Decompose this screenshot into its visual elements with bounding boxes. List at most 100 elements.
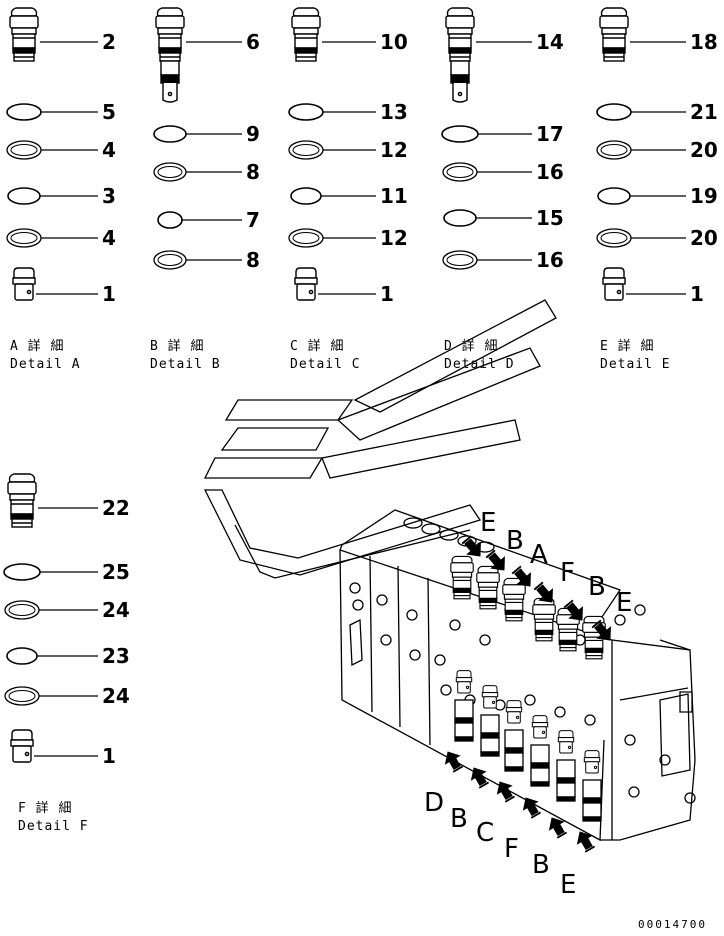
assembly-label-bottom: E xyxy=(560,870,577,900)
part-number-label: 17 xyxy=(536,122,564,146)
part-number-label: 24 xyxy=(102,684,130,708)
assembly-label-top: A xyxy=(530,540,548,570)
part-6-shape xyxy=(155,7,185,103)
part-number-label: 19 xyxy=(690,184,718,208)
assembly-label-bottom: D xyxy=(424,788,445,818)
part-25-shape xyxy=(3,563,41,581)
part-number-label: 13 xyxy=(380,100,408,124)
part-1-shape xyxy=(12,267,36,301)
installed-valve xyxy=(582,750,602,822)
installed-valve xyxy=(556,730,576,802)
assembly-label-top: E xyxy=(480,508,497,538)
pointer-arrow xyxy=(544,813,570,841)
detail-caption-en: Detail A xyxy=(10,357,81,372)
part-number-label: 3 xyxy=(102,184,116,208)
part-number-label: 20 xyxy=(690,138,718,162)
detail-caption-ja: D 詳 細 xyxy=(444,339,499,354)
assembly-label-bottom: C xyxy=(476,818,495,848)
detail-caption-en: Detail C xyxy=(290,357,361,372)
installed-valve xyxy=(476,565,500,610)
part-number-label: 9 xyxy=(246,122,260,146)
part-number-label: 1 xyxy=(102,282,116,306)
part-14-shape xyxy=(445,7,475,103)
part-22-shape xyxy=(7,473,37,528)
detail-caption-ja: B 詳 細 xyxy=(150,339,205,354)
part-24-shape xyxy=(4,600,40,620)
part-number-label: 16 xyxy=(536,160,564,184)
part-21-shape xyxy=(596,103,632,121)
part-number-label: 10 xyxy=(380,30,408,54)
assembly-label-bottom: B xyxy=(450,804,468,834)
part-number-label: 21 xyxy=(690,100,718,124)
detail-caption-en: Detail E xyxy=(600,357,671,372)
part-number-label: 4 xyxy=(102,226,116,250)
part-number-label: 18 xyxy=(690,30,718,54)
assembly-label-top: B xyxy=(506,526,524,556)
detail-caption-ja: A 詳 細 xyxy=(10,339,65,354)
part-16-shape xyxy=(442,250,478,270)
part-17-shape xyxy=(441,125,479,143)
part-number-label: 20 xyxy=(690,226,718,250)
part-number-label: 1 xyxy=(690,282,704,306)
detail-caption-ja: C 詳 細 xyxy=(290,339,345,354)
part-16-shape xyxy=(442,162,478,182)
part-number-label: 25 xyxy=(102,560,130,584)
assembly-label-top: E xyxy=(616,588,633,618)
part-number-label: 8 xyxy=(246,160,260,184)
part-11-shape xyxy=(290,187,322,205)
part-number-label: 5 xyxy=(102,100,116,124)
part-2-shape xyxy=(9,7,39,62)
installed-valve xyxy=(504,700,524,772)
part-number-label: 11 xyxy=(380,184,408,208)
part-number-label: 16 xyxy=(536,248,564,272)
drawing-code: 00014700 xyxy=(638,918,707,931)
part-8-shape xyxy=(153,250,187,270)
installed-valve xyxy=(480,685,500,757)
part-1-shape xyxy=(602,267,626,301)
part-number-label: 12 xyxy=(380,138,408,162)
part-4-shape xyxy=(6,140,42,160)
part-13-shape xyxy=(288,103,324,121)
part-number-label: 1 xyxy=(380,282,394,306)
pointer-arrow xyxy=(440,747,466,775)
part-5-shape xyxy=(6,103,42,121)
part-number-label: 14 xyxy=(536,30,564,54)
detail-caption-ja: F 詳 細 xyxy=(18,801,73,816)
part-8-shape xyxy=(153,162,187,182)
part-10-shape xyxy=(291,7,321,62)
part-12-shape xyxy=(288,140,324,160)
part-20-shape xyxy=(596,228,632,248)
part-18-shape xyxy=(599,7,629,62)
part-20-shape xyxy=(596,140,632,160)
part-number-label: 22 xyxy=(102,496,130,520)
part-number-label: 7 xyxy=(246,208,260,232)
detail-caption-en: Detail D xyxy=(444,357,515,372)
part-7-shape xyxy=(157,211,183,229)
detail-caption-ja: E 詳 細 xyxy=(600,339,655,354)
part-number-label: 4 xyxy=(102,138,116,162)
part-23-shape xyxy=(6,647,38,665)
control-valve-assembly xyxy=(203,299,696,855)
part-4-shape xyxy=(6,228,42,248)
installed-valve xyxy=(450,555,474,600)
part-24-shape xyxy=(4,686,40,706)
part-number-label: 12 xyxy=(380,226,408,250)
part-12-shape xyxy=(288,228,324,248)
detail-caption-en: Detail F xyxy=(18,819,89,834)
pointer-arrow xyxy=(492,777,518,805)
part-1-shape xyxy=(294,267,318,301)
part-number-label: 1 xyxy=(102,744,116,768)
assembly-label-bottom: F xyxy=(504,834,519,864)
part-15-shape xyxy=(443,209,477,227)
part-number-label: 24 xyxy=(102,598,130,622)
part-number-label: 2 xyxy=(102,30,116,54)
assembly-label-top: F xyxy=(560,558,575,588)
part-1-shape xyxy=(10,729,34,763)
installed-valve xyxy=(530,715,550,787)
part-19-shape xyxy=(597,187,631,205)
part-3-shape xyxy=(7,187,41,205)
pointer-arrow xyxy=(466,763,492,791)
part-number-label: 8 xyxy=(246,248,260,272)
